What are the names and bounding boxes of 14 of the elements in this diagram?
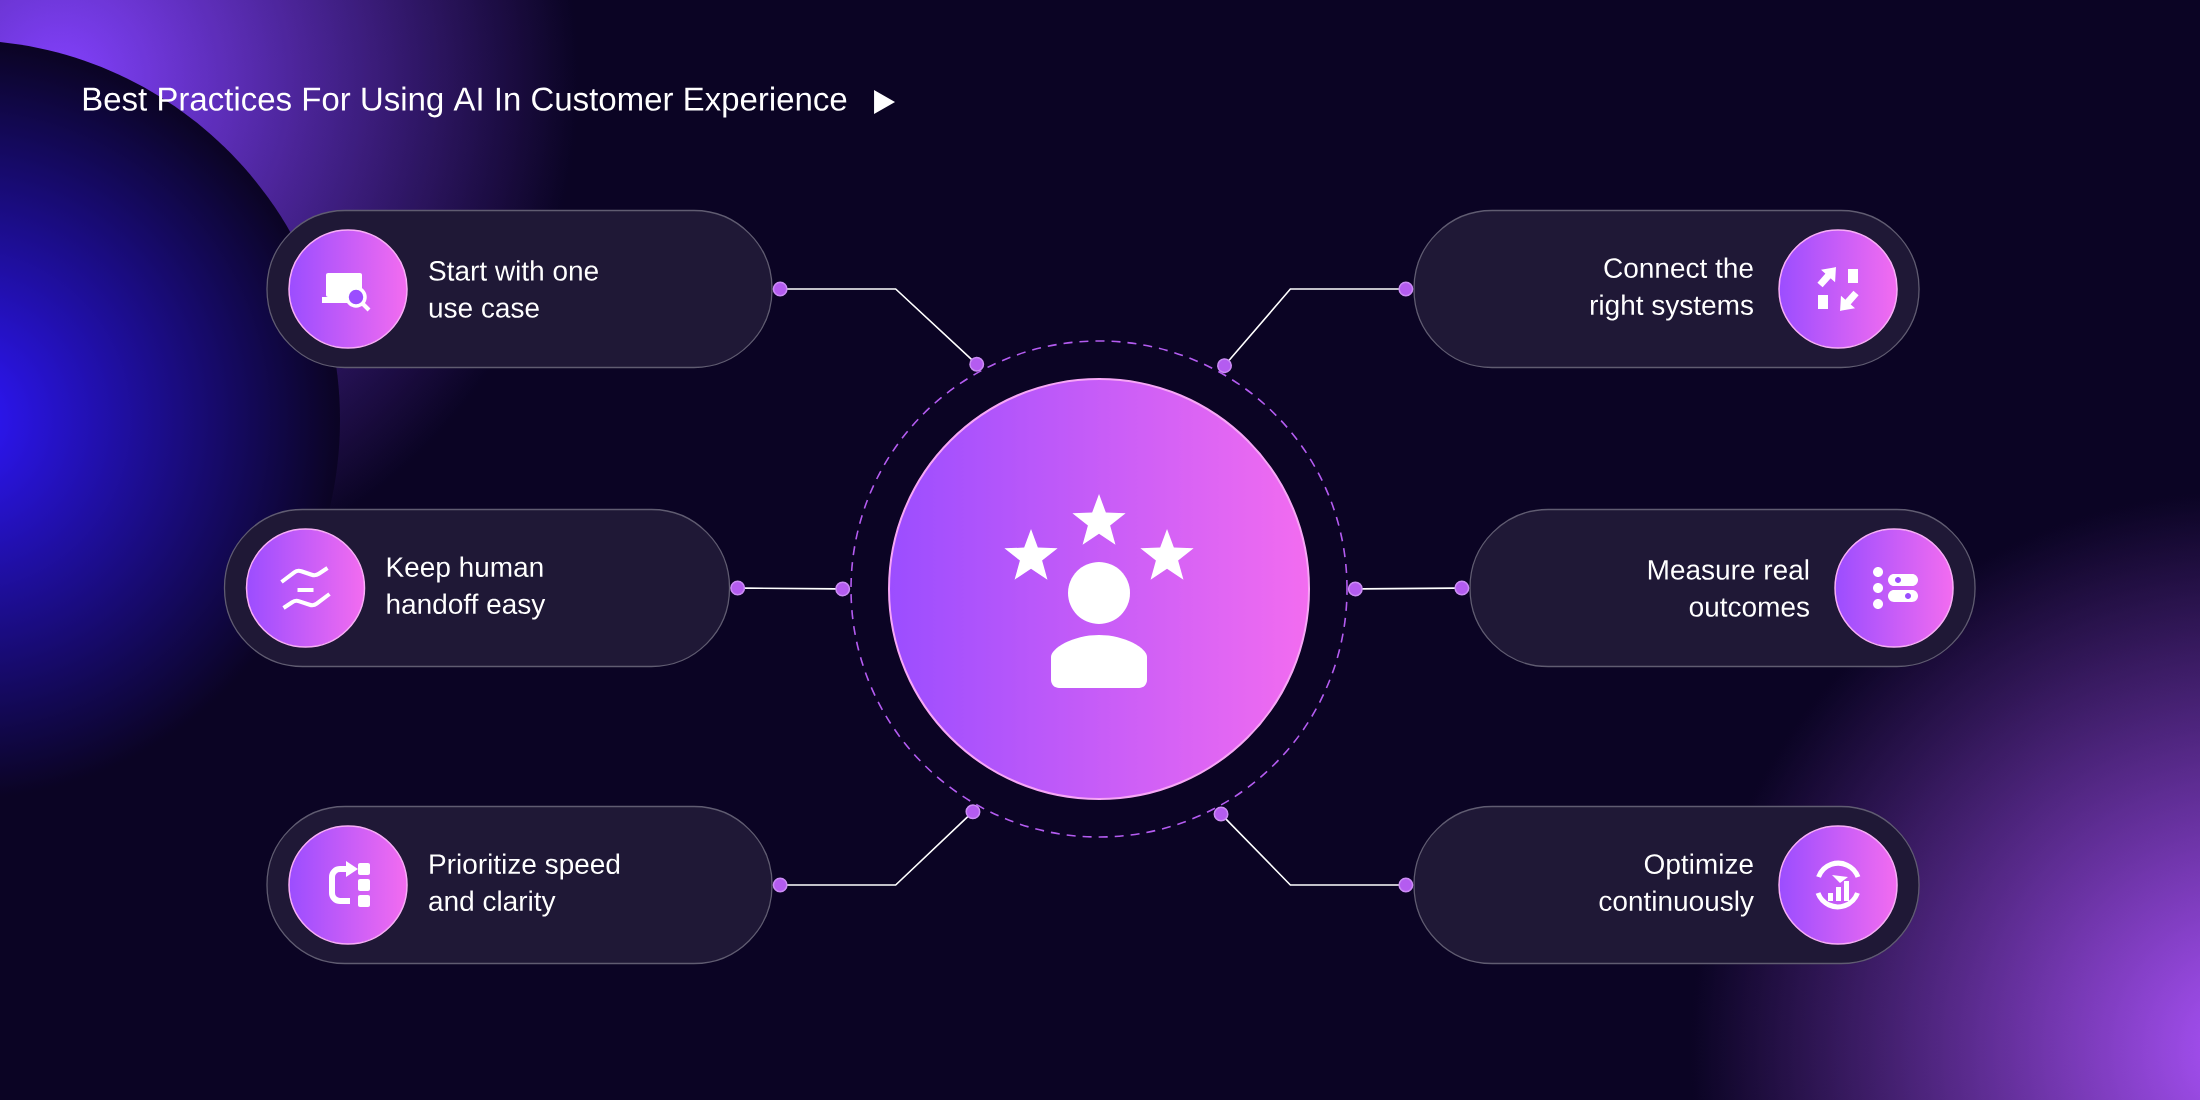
practice-pill: Optimize continuously — [1413, 805, 1920, 965]
connector — [1347, 580, 1470, 597]
title: Best Practices For Using AI In Customer Experience — [83, 86, 847, 118]
practice-pill: Measure real outcomes — [1469, 508, 1976, 668]
practice-pill: Keep human handoff easy — [223, 508, 731, 668]
connector — [1213, 806, 1414, 893]
practice-pill: Start with one use case — [266, 209, 773, 369]
practice-pill: Connect the right systems — [1413, 209, 1920, 369]
connector — [772, 281, 985, 372]
rating-circle — [850, 340, 1348, 838]
practice-pill: Prioritize speed and clarity — [266, 805, 773, 965]
connector — [1217, 281, 1414, 374]
connector — [772, 804, 981, 893]
connector — [730, 580, 851, 597]
